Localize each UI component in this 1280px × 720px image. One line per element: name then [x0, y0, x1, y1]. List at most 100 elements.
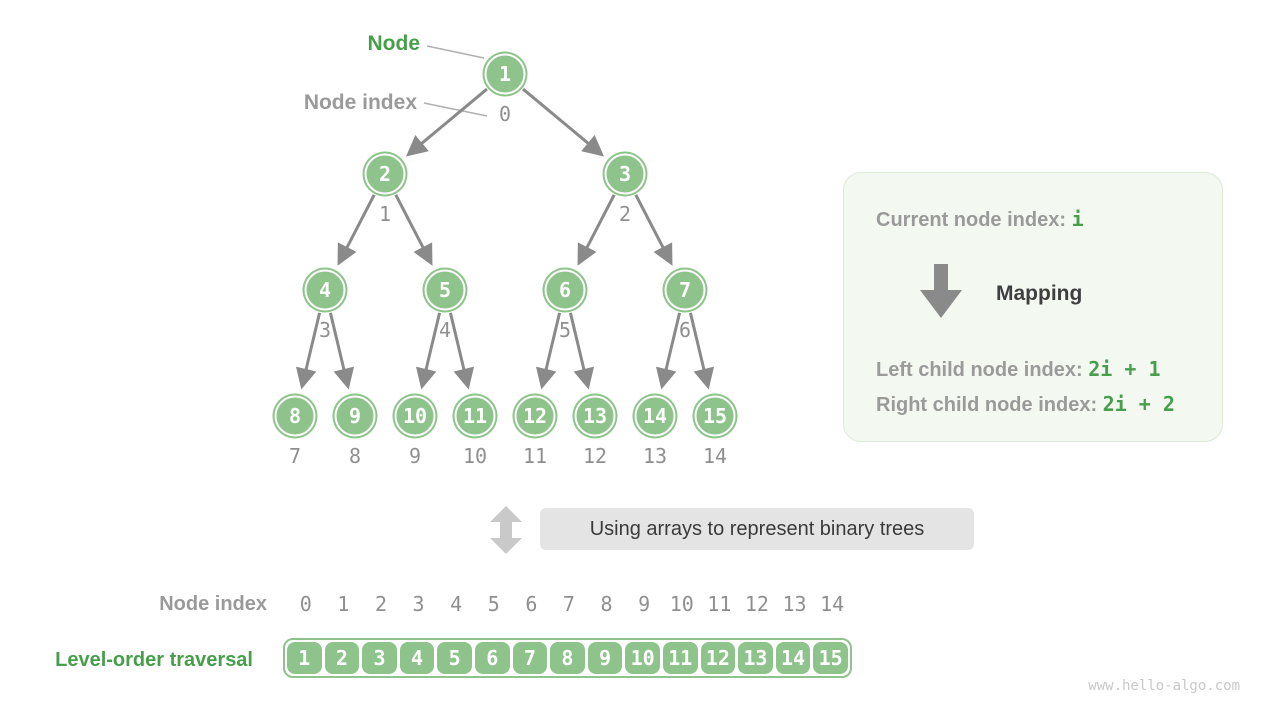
array-cell: 12 [700, 642, 736, 674]
site-watermark: www.hello-algo.com [1088, 678, 1240, 694]
tree-node-value: 6 [559, 278, 571, 302]
tree-node-value: 14 [643, 404, 667, 428]
tree-node-index: 10 [463, 444, 487, 468]
tree-node: 12 [512, 393, 558, 439]
tree-node-value: 12 [523, 404, 547, 428]
mapping-label: Mapping [996, 282, 1083, 305]
tree-node: 13 [572, 393, 618, 439]
tree-node-value: 1 [499, 62, 511, 86]
array-index: 4 [450, 592, 463, 616]
node-pointer-line [426, 45, 485, 59]
tree-node-value: 11 [463, 404, 487, 428]
array-cell: 2 [324, 642, 360, 674]
tree-node-value: 5 [439, 278, 451, 302]
tree-node: 15 [692, 393, 738, 439]
tree-edge [688, 312, 715, 390]
array-index: 6 [525, 592, 538, 616]
tree-node-index: 0 [499, 102, 511, 126]
array-index: 14 [820, 592, 845, 616]
node-callout-label: Node [367, 32, 421, 55]
current-node-index-label: Current node index: [876, 209, 1072, 231]
tree-node-index: 8 [349, 444, 361, 468]
array-cell: 10 [625, 642, 660, 674]
left-child-index-value: 2i + 1 [1088, 357, 1161, 381]
array-index: 1 [337, 592, 350, 616]
array-index: 9 [638, 592, 651, 616]
right-child-index-value: 2i + 2 [1102, 392, 1175, 416]
index-mapping-card: Current node index: i Mapping Left child… [843, 172, 1223, 442]
tree-node: 2 [362, 151, 408, 197]
array-index: 12 [744, 592, 769, 616]
right-child-index-label: Right child node index: [876, 394, 1103, 416]
tree-node: 3 [602, 151, 648, 197]
array-index: 11 [707, 592, 732, 616]
tree-node-value: 8 [289, 404, 301, 428]
array-cell: 11 [662, 642, 698, 674]
array-cell: 15 [813, 642, 848, 674]
up-down-arrow-icon [490, 506, 522, 554]
figure-caption: Using arrays to represent binary trees [540, 508, 974, 550]
array-cell: 3 [362, 642, 397, 674]
array-index: 8 [600, 592, 613, 616]
array-cell: 7 [512, 642, 548, 674]
tree-node-value: 10 [403, 404, 427, 428]
array-cell: 9 [587, 642, 623, 674]
tree-edge [394, 194, 433, 266]
array-cell: 5 [437, 642, 472, 674]
tree-node-value: 2 [379, 162, 391, 186]
tree-node: 11 [452, 393, 498, 439]
current-node-index-line: Current node index: i [876, 207, 1084, 232]
array-index: 0 [299, 592, 312, 616]
tree-edge [535, 312, 562, 390]
tree-node-value: 4 [319, 278, 331, 302]
tree-edge [405, 87, 488, 157]
tree-node-index: 13 [643, 444, 667, 468]
array-cell: 13 [738, 642, 773, 674]
tree-node-index: 9 [409, 444, 421, 468]
tree-node-value: 9 [349, 404, 361, 428]
node-index-pointer-line [423, 102, 488, 117]
tree-node: 5 [422, 267, 468, 313]
array-index: 2 [374, 592, 387, 616]
tree-edge [568, 312, 595, 390]
tree-node-index: 12 [583, 444, 607, 468]
tree-node-index: 4 [439, 318, 451, 342]
tree-node: 8 [272, 393, 318, 439]
tree-node: 4 [302, 267, 348, 313]
tree-node-index: 11 [523, 444, 547, 468]
current-node-index-value: i [1071, 207, 1084, 231]
tree-node: 6 [542, 267, 588, 313]
array-index-row-label: Node index [159, 593, 267, 615]
tree-node-value: 3 [619, 162, 631, 186]
tree-node-index: 7 [289, 444, 301, 468]
left-child-index-line: Left child node index: 2i + 1 [876, 357, 1160, 382]
tree-edge [328, 312, 355, 390]
tree-node-index: 14 [703, 444, 727, 468]
tree-edge [634, 194, 673, 266]
array-index: 13 [782, 592, 807, 616]
tree-node-index: 2 [619, 202, 631, 226]
tree-node: 14 [632, 393, 678, 439]
tree-node: 10 [392, 393, 438, 439]
array-index: 5 [487, 592, 500, 616]
tree-node-value: 13 [583, 404, 607, 428]
tree-edge [655, 312, 682, 390]
tree-edge [337, 194, 376, 266]
tree-node-index: 6 [679, 318, 691, 342]
node-index-callout-label: Node index [303, 91, 417, 114]
array-index: 10 [669, 592, 694, 616]
array-index: 3 [412, 592, 425, 616]
array-cell: 6 [474, 642, 510, 674]
tree-node-value: 15 [703, 404, 727, 428]
level-order-traversal-label: Level-order traversal [55, 649, 253, 671]
tree-node: 7 [662, 267, 708, 313]
left-child-index-label: Left child node index: [876, 359, 1089, 381]
array-cell: 4 [399, 642, 435, 674]
tree-node-index: 1 [379, 202, 391, 226]
tree-edge [295, 312, 322, 390]
tree-edge [577, 194, 616, 266]
